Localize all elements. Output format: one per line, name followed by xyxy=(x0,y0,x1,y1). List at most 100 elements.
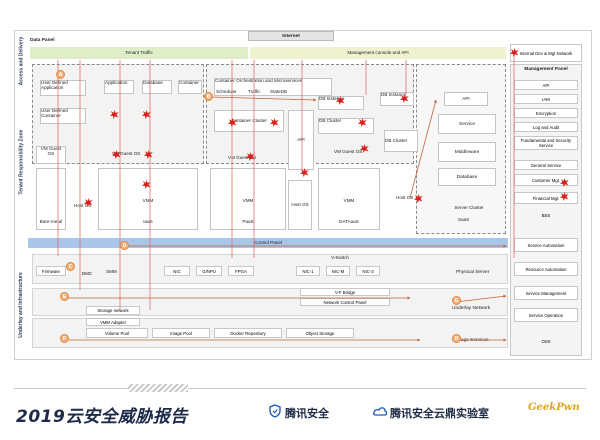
arrow-g-net xyxy=(455,294,507,303)
smm-label: SMM xyxy=(106,269,117,274)
api-label-middle: API xyxy=(297,136,305,142)
mgmt-item-encryption: Encryption xyxy=(514,108,578,118)
api-box-right: API xyxy=(444,92,488,106)
threat-icon-2 xyxy=(142,110,151,119)
threat-icon-17 xyxy=(560,178,569,187)
service-label: Service xyxy=(459,121,475,127)
user-app-box: User Defined Application xyxy=(40,80,86,96)
vmm-label-1: VMM xyxy=(142,198,154,204)
mgmt-console-band: Management console and API xyxy=(250,47,506,59)
threat-icon-4 xyxy=(144,150,153,159)
tenant-traffic-label: Tenant Traffic xyxy=(125,49,153,55)
mgmt-item-api: API xyxy=(514,80,578,90)
db-instance-box-2: DB Instance xyxy=(380,92,414,106)
object-storage-box: Object Storage xyxy=(286,328,354,338)
marker-d: D xyxy=(120,241,129,250)
vf-bridge-box: V-F Bridge xyxy=(300,288,390,296)
vswitch-label: V-Switch xyxy=(331,255,349,260)
brand-shield-icon xyxy=(268,404,282,423)
orchestration-box: Container Orchestration and Microservice… xyxy=(214,78,332,96)
mgmt-console-label: Management console and API xyxy=(347,49,409,55)
database-label: Database xyxy=(143,80,163,85)
paas-box: VMM PaaS xyxy=(210,168,286,230)
mgmt-item-service-management: Service Management xyxy=(514,286,578,300)
nicm-box: NIC-M xyxy=(326,266,350,276)
dataaas-label: DATAaaS xyxy=(339,219,359,225)
host-os-label-3: Host OS xyxy=(396,195,414,200)
volume-pool-box: Volume Pool xyxy=(86,328,148,338)
vm-guest-os-label-2: VM Guest OS xyxy=(112,151,141,156)
user-app-label: User Defined Application xyxy=(41,80,68,90)
vmm-label-3: VMM xyxy=(343,198,355,204)
red-lines xyxy=(57,55,515,310)
host-os-box-2: Host OS xyxy=(288,180,312,230)
report-title: 2019云安全威胁报告 xyxy=(16,407,188,427)
statedb-label: StateDB xyxy=(270,89,288,94)
vm-guest-os-label-4: VM Guest OS xyxy=(334,149,363,154)
mgmt-item-service-operation: Service Operation xyxy=(514,308,578,322)
threat-icon-13 xyxy=(360,144,369,153)
docker-repository-box: Docker Repository xyxy=(214,328,282,338)
vm-guest-os-box-1: VM Guest OS xyxy=(36,146,66,164)
threat-icon-18 xyxy=(560,192,569,201)
threat-icon-12 xyxy=(358,118,367,127)
control-panel-band: Control Panel xyxy=(28,238,508,248)
database2-box: Database xyxy=(438,168,496,186)
container-cluster-label: Container Cluster xyxy=(231,117,267,123)
brand-geekpwn-logo: GeekPwn xyxy=(528,402,580,413)
mgmt-item-general-service: General Service xyxy=(514,160,578,170)
threat-icon-14 xyxy=(400,94,409,103)
vmm-adapter-box: VMM Adapter xyxy=(86,318,140,326)
host-os-label-2: Host OS xyxy=(291,201,309,207)
threat-icon-15 xyxy=(414,194,423,203)
internal-network-box: Internal Dev & Mgt Network xyxy=(510,44,582,62)
threat-icon-16 xyxy=(510,48,519,57)
threat-icon-11 xyxy=(336,96,345,105)
marker-h: H xyxy=(452,334,461,343)
threat-icon-3 xyxy=(112,150,121,159)
api-box-middle: API xyxy=(288,110,314,170)
physical-server-label: Physical Server xyxy=(456,270,490,275)
tenant-traffic-band: Tenant Traffic xyxy=(30,47,248,59)
dataaas-box: VMM DATAaaS xyxy=(318,168,380,230)
underlay-network-label: Underlay Network xyxy=(452,306,491,311)
firmware-box: Firmware xyxy=(36,266,66,276)
database-box: Database xyxy=(142,80,172,94)
threat-icon-9 xyxy=(270,118,279,127)
vm-guest-os-label-1: VM Guest OS xyxy=(40,146,62,156)
internal-network-label: Internal Dev & Mgt Network xyxy=(519,50,573,56)
marker-g: G xyxy=(452,296,461,305)
threat-icon-1 xyxy=(110,110,119,119)
internet-box: Internet xyxy=(248,31,334,41)
scheduler-label: Scheduler xyxy=(216,89,237,94)
container-label: Container xyxy=(179,80,199,85)
mgmt-item-oss: OSS xyxy=(541,338,551,344)
user-container-label: User Defined Container xyxy=(41,108,68,118)
application-label: Application xyxy=(105,80,128,85)
footer-stripes xyxy=(128,384,188,392)
mgmt-item-service-automation: Service Automation xyxy=(514,238,578,252)
data-panel-label: Data Panel xyxy=(30,38,55,43)
fpga-box: FPGA xyxy=(228,266,254,276)
storage-services-label: Storage Services xyxy=(452,338,489,343)
nic1-box: NIC-1 xyxy=(296,266,320,276)
footer-rule xyxy=(14,388,586,389)
control-panel-label: Control Panel xyxy=(254,239,282,245)
vm-guest-os-label-3: VM Guest OS xyxy=(228,155,257,160)
middleware-label: Middleware xyxy=(454,149,480,155)
db-instance-label-1: DB Instance xyxy=(319,96,345,101)
user-container-box: User Defined Container xyxy=(40,108,86,124)
threat-icon-8 xyxy=(246,152,255,161)
network-control-box: Network Control Panel xyxy=(300,298,390,306)
db-instance-label-2: DB Instance xyxy=(381,92,407,97)
mgmt-item-iam: IAM xyxy=(514,94,578,104)
database2-label: Database xyxy=(456,174,478,180)
mgmt-item-bss: BSS xyxy=(541,212,551,218)
iaas-box: VMM IaaS xyxy=(98,168,198,230)
brand-cloud-icon xyxy=(372,404,388,423)
threat-icon-10 xyxy=(300,168,309,177)
paas-label: PaaS xyxy=(242,219,254,225)
orchestration-label: Container Orchestration and Microservice… xyxy=(215,78,303,83)
container-box: Container xyxy=(178,80,202,94)
threat-icon-7 xyxy=(228,118,237,127)
